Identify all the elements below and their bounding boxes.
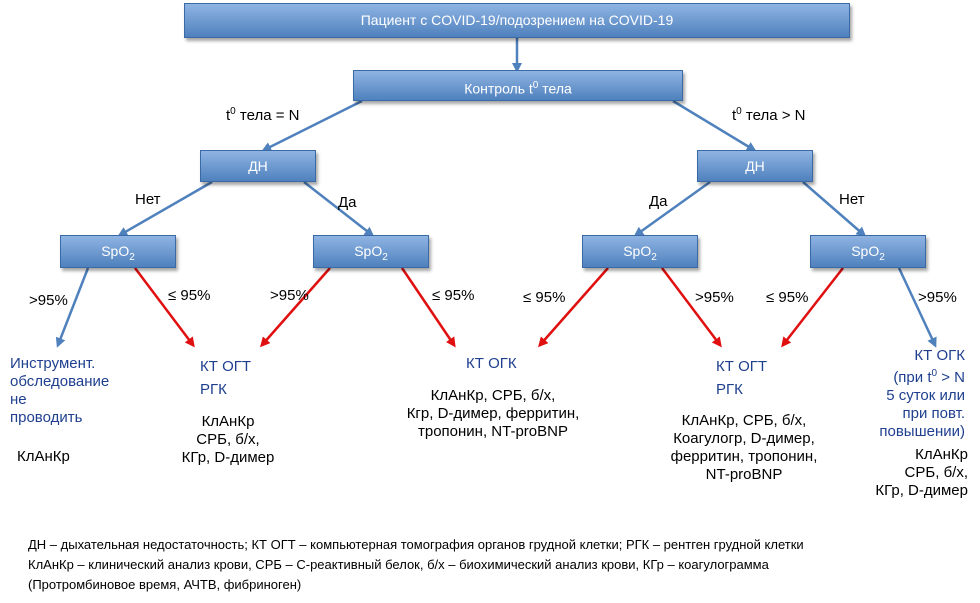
label-yes-left: Да <box>338 194 357 211</box>
outcome-3-action: КТ ОГК <box>466 355 517 372</box>
label-spo2-3-le95: ≤ 95% <box>523 289 566 306</box>
legend-line-2: КлАнКр – клинический анализ крови, СРБ –… <box>28 557 769 572</box>
spo2-node-4: SpO2 <box>810 235 926 268</box>
label-spo2-2-gt95: >95% <box>270 287 309 304</box>
dn-node-left: ДН <box>200 150 316 182</box>
outcome-1-action: Инструмент. обследование не проводить <box>10 355 110 426</box>
label-no-right: Нет <box>839 191 865 208</box>
arrow-spo2-2-to-outcome-2 <box>260 267 331 348</box>
arrow-spo2-4-to-outcome-4 <box>781 267 844 348</box>
label-spo2-3-gt95: >95% <box>695 289 734 306</box>
legend-line-1: ДН – дыхательная недостаточность; КТ ОГТ… <box>28 537 804 552</box>
label-no-left: Нет <box>135 191 161 208</box>
outcome-5-action: КТ ОГК (при t0 > N 5 суток или при повт.… <box>879 347 965 440</box>
outcome-1-tests: КлАнКр <box>17 448 70 465</box>
arrow-spo2-1-to-outcome-1 <box>55 267 90 348</box>
label-spo2-1-le95: ≤ 95% <box>168 287 211 304</box>
label-spo2-2-le95: ≤ 95% <box>432 287 475 304</box>
label-spo2-4-gt95: >95% <box>918 289 957 306</box>
spo2-node-2: SpO2 <box>313 235 429 268</box>
spo2-node-3: SpO2 <box>582 235 698 268</box>
dn-node-right: ДН <box>697 150 813 182</box>
arrow-control-to-dn-right <box>672 99 757 152</box>
outcome-4-tests: КлАнКр, СРБ, б/х, Коагулогр, D-димер, фе… <box>670 412 818 483</box>
label-spo2-1-gt95: >95% <box>29 292 68 309</box>
arrow-spo2-3-to-outcome-3 <box>538 267 609 348</box>
label-yes-right: Да <box>649 193 668 210</box>
label-temp-normal: t0 тела = N <box>226 106 300 124</box>
label-temp-high: t0 тела > N <box>732 106 806 124</box>
arrow-dn-left-to-spo2-2 <box>303 181 375 237</box>
spo2-node-1: SpO2 <box>60 235 176 268</box>
outcome-4-action: КТ ОГТ РГК <box>716 358 768 398</box>
arrow-spo2-2-to-outcome-3 <box>400 267 456 348</box>
arrow-dn-right-to-spo2-4 <box>802 181 867 237</box>
arrow-spo2-4-to-outcome-5 <box>897 267 937 348</box>
temperature-control-node: Контроль t0 тела <box>353 70 683 101</box>
arrow-spo2-1-to-outcome-2 <box>134 267 195 348</box>
arrow-dn-left-to-spo2-1 <box>117 180 213 237</box>
arrow-spo2-3-to-outcome-4 <box>661 267 722 348</box>
outcome-3-tests: КлАнКр, СРБ, б/х, Кгр, D-димер, ферритин… <box>406 387 580 440</box>
arrow-control-to-dn-left <box>261 99 363 152</box>
label-spo2-4-le95: ≤ 95% <box>766 289 809 306</box>
patient-node: Пациент с COVID-19/подозрением на COVID-… <box>184 3 850 38</box>
legend-line-3: (Протромбиновое время, АЧТВ, фибриноген) <box>28 577 302 592</box>
outcome-2-tests: КлАнКр СРБ, б/х, КГр, D-димер <box>181 413 275 466</box>
arrow-dn-right-to-spo2-3 <box>633 180 711 237</box>
outcome-2-action: КТ ОГТ РГК <box>200 358 252 398</box>
outcome-5-tests: КлАнКр СРБ, б/х, КГр, D-димер <box>875 446 968 499</box>
